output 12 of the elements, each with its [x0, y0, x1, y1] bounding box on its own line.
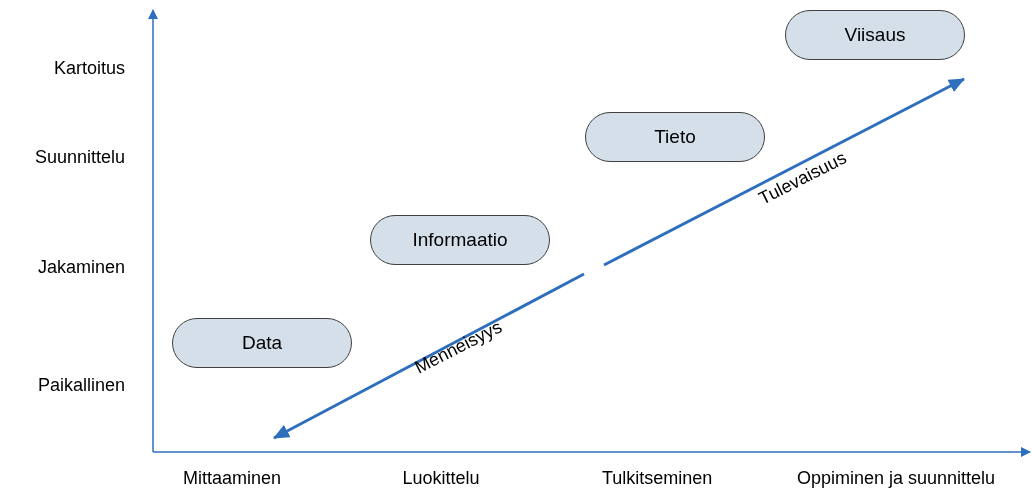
axis-label: Tulkitseminen — [602, 467, 713, 489]
axis-label: Kartoitus — [54, 57, 126, 79]
rounded-box: Informaatio — [370, 215, 550, 265]
axis-label: Mittaaminen — [183, 467, 282, 489]
rounded-box: Tieto — [585, 112, 765, 162]
rounded-box: Data — [172, 318, 352, 368]
axis-label: Jakaminen — [38, 256, 126, 278]
rounded-box: Viisaus — [785, 10, 965, 60]
axis-label: Luokittelu — [402, 467, 480, 489]
axis-label: Suunnittelu — [35, 146, 126, 168]
axis-label: Oppiminen ja suunnittelu — [797, 467, 996, 489]
axis-label: Paikallinen — [38, 374, 126, 396]
